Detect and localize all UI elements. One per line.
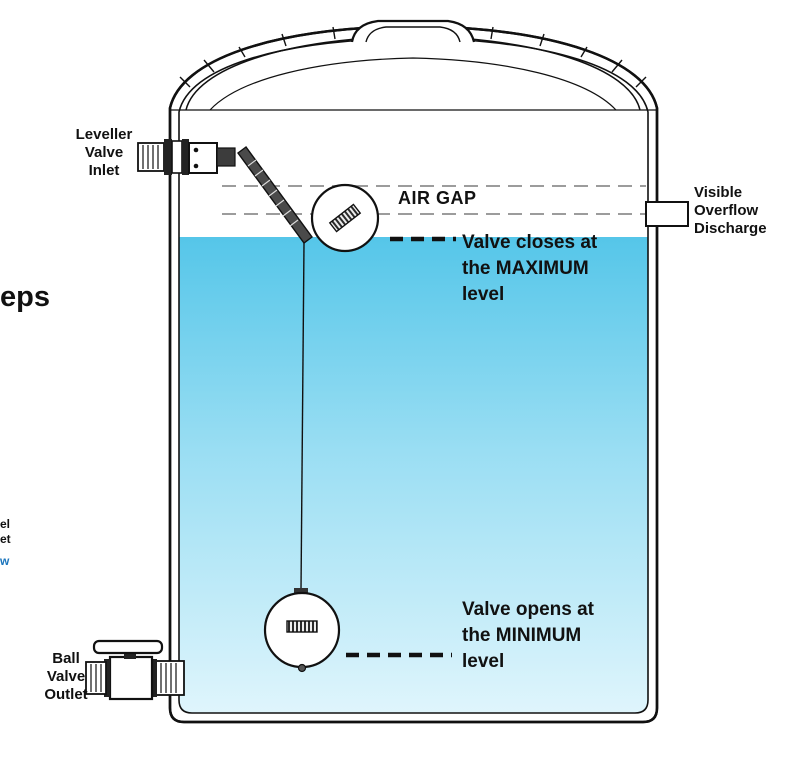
tank-dome [171,19,656,111]
leveller-valve-inlet-label: Leveller Valve Inlet [75,126,133,179]
tank-walls [168,24,659,724]
text-fragment-small-2: et [0,532,11,546]
valve-min-note: Valve opens at the MINIMUM level [462,599,595,672]
text-fragment-small-1: el [0,517,11,531]
air-gap-label: AIR GAP [398,188,477,208]
ball-valve-outlet-label: Ball Valve Outlet [44,650,88,703]
water-fill [179,237,648,713]
ball-valve-assembly [85,639,185,701]
leveller-valve-assembly [137,139,313,244]
arm-ribs [247,159,299,227]
text-fragment-large: eps [0,281,50,313]
text-fragment-blue: w [0,554,10,568]
valve-max-note: Valve closes at the MAXIMUM level [462,232,598,305]
overflow-outlet [645,201,689,227]
float-cord [300,242,305,591]
upper-float [310,183,380,253]
lower-float [263,588,341,673]
overflow-discharge-label: Visible Overflow Discharge [694,184,767,237]
